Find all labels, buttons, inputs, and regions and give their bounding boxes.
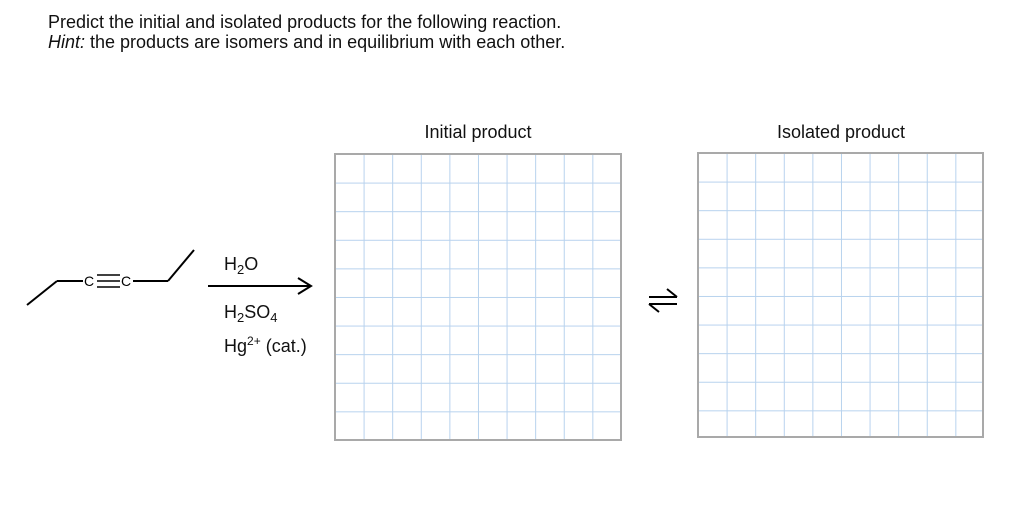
reagent-water: H2O (224, 254, 259, 277)
question-text: Predict the initial and isolated product… (48, 12, 565, 52)
question-line: Predict the initial and isolated product… (48, 12, 562, 32)
isolated-product-drawing-area[interactable] (697, 152, 984, 438)
atom-label-c2: C (121, 273, 131, 289)
hint-text: the products are isomers and in equilibr… (85, 32, 566, 52)
reagent-mercury-catalyst: Hg2+ (cat.) (224, 334, 307, 356)
atom-label-c1: C (84, 273, 94, 289)
isolated-product-title: Isolated product (776, 122, 906, 142)
bond-right-end (167, 249, 195, 282)
hint-label: Hint: (48, 32, 86, 52)
bond-left-end (26, 280, 58, 306)
hint-line: Hint: the products are isomers and in eq… (48, 32, 565, 52)
reagent-sulfuric-acid: H2SO4 (224, 302, 278, 325)
initial-product-drawing-area[interactable] (334, 153, 622, 441)
initial-product-title: Initial product (424, 122, 532, 142)
